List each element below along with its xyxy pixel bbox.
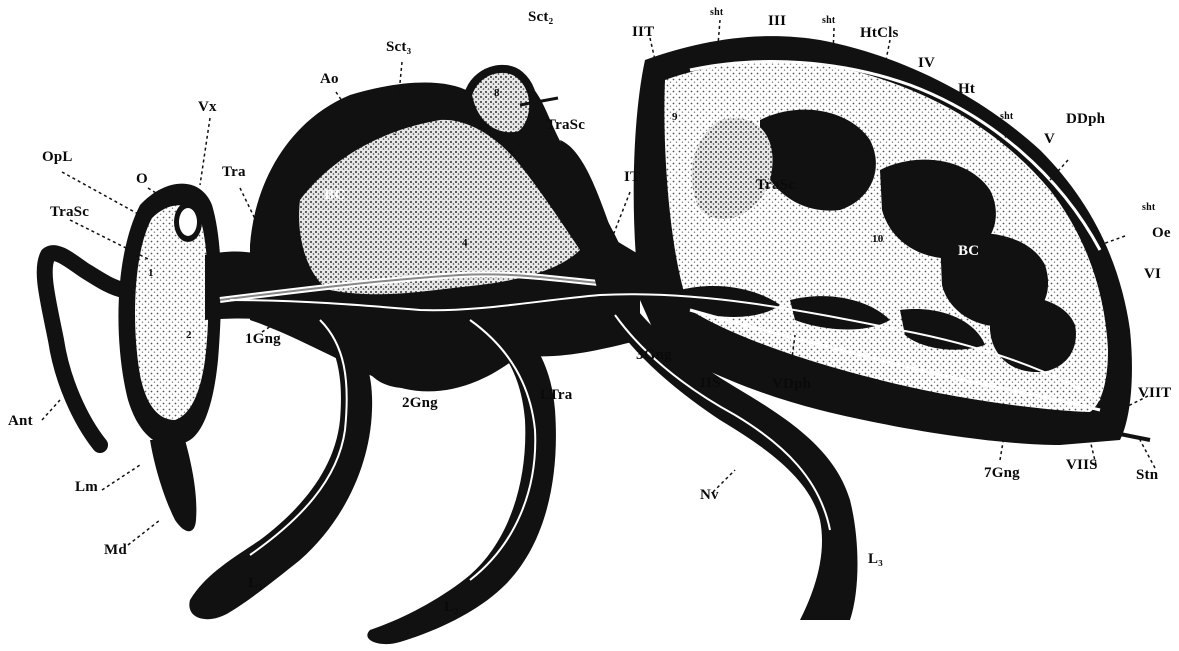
- label-ant: Ant: [8, 414, 33, 429]
- label-sht-1: sht: [710, 8, 723, 18]
- label-ht: Ht: [958, 82, 975, 97]
- head-interior: [135, 205, 208, 420]
- number-8: 8: [494, 88, 500, 99]
- label-l3: L₃: [868, 552, 883, 567]
- label-md: Md: [104, 543, 127, 558]
- label-v: V: [1044, 132, 1055, 147]
- label-gng3: 3Gng: [636, 348, 672, 363]
- label-gng1: 1Gng: [245, 332, 281, 347]
- number-2: 2: [186, 330, 192, 341]
- label-lm: Lm: [75, 480, 98, 495]
- label-scts: Sct₃: [386, 40, 411, 55]
- label-iit: IIT: [632, 25, 654, 40]
- label-bc-thorax: BC: [324, 188, 345, 203]
- label-nv: Nv: [700, 488, 719, 503]
- label-gng7: 7Gng: [984, 466, 1020, 481]
- label-oe: Oe: [1152, 226, 1171, 241]
- label-htcls: HtCls: [860, 26, 899, 41]
- antenna: [45, 253, 124, 445]
- label-trasc-thorax: TraSc: [546, 118, 585, 133]
- label-vx: Vx: [198, 100, 217, 115]
- number-7: 7: [508, 150, 514, 161]
- label-stn: Stn: [1136, 468, 1158, 483]
- label-ltra: LTra: [540, 388, 572, 403]
- mandible: [150, 440, 196, 531]
- label-sht-2: sht: [822, 16, 835, 26]
- label-sht-3: sht: [1000, 112, 1013, 122]
- label-bc-abdomen: BC: [958, 244, 979, 259]
- label-iis: IIS: [700, 376, 721, 391]
- label-gng2: 2Gng: [402, 396, 438, 411]
- label-sct2: Sct₂: [528, 10, 553, 25]
- label-it: IT: [624, 170, 640, 185]
- label-vi: VI: [1144, 267, 1161, 282]
- number-1: 1: [148, 268, 154, 279]
- label-trasc-head: TraSc: [50, 205, 89, 220]
- label-iv: IV: [918, 56, 935, 71]
- label-tra: Tra: [222, 165, 246, 180]
- label-opl: OpL: [42, 150, 73, 165]
- label-viis: VIIS: [1066, 458, 1098, 473]
- label-iii: III: [768, 14, 786, 29]
- label-viit: VIIT: [1138, 386, 1171, 401]
- label-sht-4: sht: [1142, 203, 1155, 213]
- number-10: 10: [872, 234, 883, 245]
- number-9: 9: [672, 112, 678, 123]
- label-vdph: VDph: [772, 377, 811, 392]
- label-l2: L₂: [444, 600, 459, 615]
- label-l1: L₁: [248, 576, 263, 591]
- label-o: O: [136, 172, 148, 187]
- label-ddph: DDph: [1066, 112, 1105, 127]
- number-4: 4: [462, 238, 468, 249]
- label-trasc-abdomen: TraSc: [756, 178, 795, 193]
- label-ao: Ao: [320, 72, 339, 87]
